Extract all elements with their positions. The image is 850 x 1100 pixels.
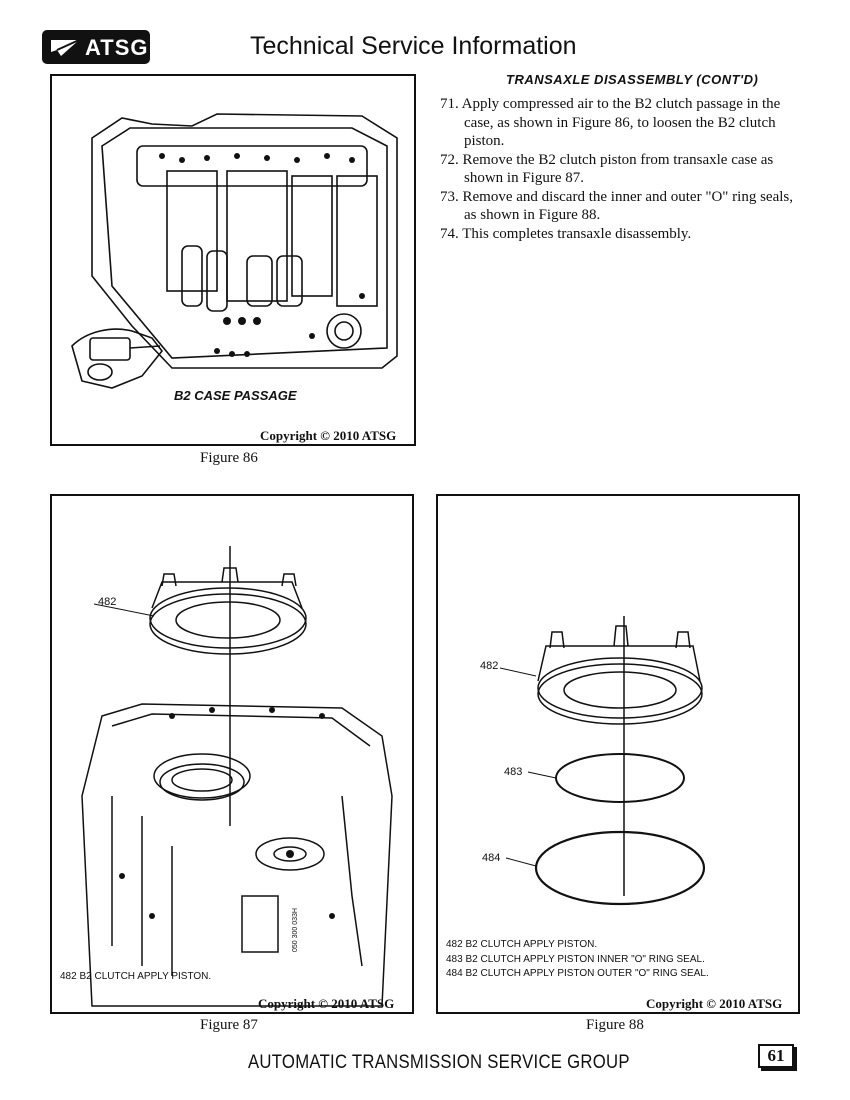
figure-88-legend: 482 B2 CLUTCH APPLY PISTON. 483 B2 CLUTC… — [446, 938, 709, 982]
figure-87-copyright: Copyright © 2010 ATSG — [258, 996, 395, 1011]
legend-item-483: 483 B2 CLUTCH APPLY PISTON INNER "O" RIN… — [446, 953, 705, 965]
part-label-482: 482 — [480, 660, 499, 672]
figure-87-caption: Figure 87 — [200, 1017, 258, 1033]
page-title: Technical Service Information — [250, 32, 577, 60]
case-stamp: 050 300 033H — [292, 908, 306, 952]
valve-body-illustration — [71, 113, 398, 389]
logo-text: ATSG — [85, 35, 149, 60]
figure-86-copyright: Copyright © 2010 ATSG — [260, 428, 397, 443]
footer-organization: AUTOMATIC TRANSMISSION SERVICE GROUP — [248, 1052, 630, 1073]
part-label-484: 484 — [482, 852, 501, 864]
part-label-482: 482 — [98, 596, 117, 608]
case-stamp-text: 050 300 033H — [292, 908, 299, 952]
figure-87-legend: 482 B2 CLUTCH APPLY PISTON. — [60, 971, 212, 982]
figure-87-box: 482 050 300 033H 482 B2 CLUTCH APPLY PIS… — [50, 494, 414, 1014]
section-title: TRANSAXLE DISASSEMBLY (CONT'D) — [506, 72, 759, 87]
legend-item-484: 484 B2 CLUTCH APPLY PISTON OUTER "O" RIN… — [446, 968, 709, 979]
page-number: 61 — [758, 1044, 794, 1068]
logo-wing-icon — [51, 39, 80, 56]
step-71: 71. Apply compressed air to the B2 clutc… — [440, 96, 781, 149]
figure-86-caption: Figure 86 — [200, 450, 258, 466]
figure-88-caption: Figure 88 — [586, 1017, 644, 1033]
b2-case-passage-callout: B2 CASE PASSAGE — [174, 388, 297, 403]
step-list: 71. Apply compressed air to the B2 clutc… — [440, 95, 800, 243]
figure-88-copyright: Copyright © 2010 ATSG — [646, 996, 783, 1011]
atsg-logo: ATSG — [42, 30, 150, 64]
piston-removal-illustration — [81, 546, 393, 1007]
step-74: 74. This completes transaxle disassembly… — [440, 225, 692, 242]
figure-88-box: 482 483 484 482 B2 CLUTCH APPLY PISTON. … — [436, 494, 800, 1014]
legend-item-482: 482 B2 CLUTCH APPLY PISTON. — [446, 939, 598, 950]
figure-86-box: B2 CASE PASSAGE Copyright © 2010 ATSG — [50, 74, 416, 446]
piston-and-seals-illustration — [499, 616, 706, 906]
part-label-483: 483 — [504, 766, 523, 778]
step-72: 72. Remove the B2 clutch piston from tra… — [440, 151, 774, 187]
step-73: 73. Remove and discard the inner and out… — [440, 188, 793, 224]
